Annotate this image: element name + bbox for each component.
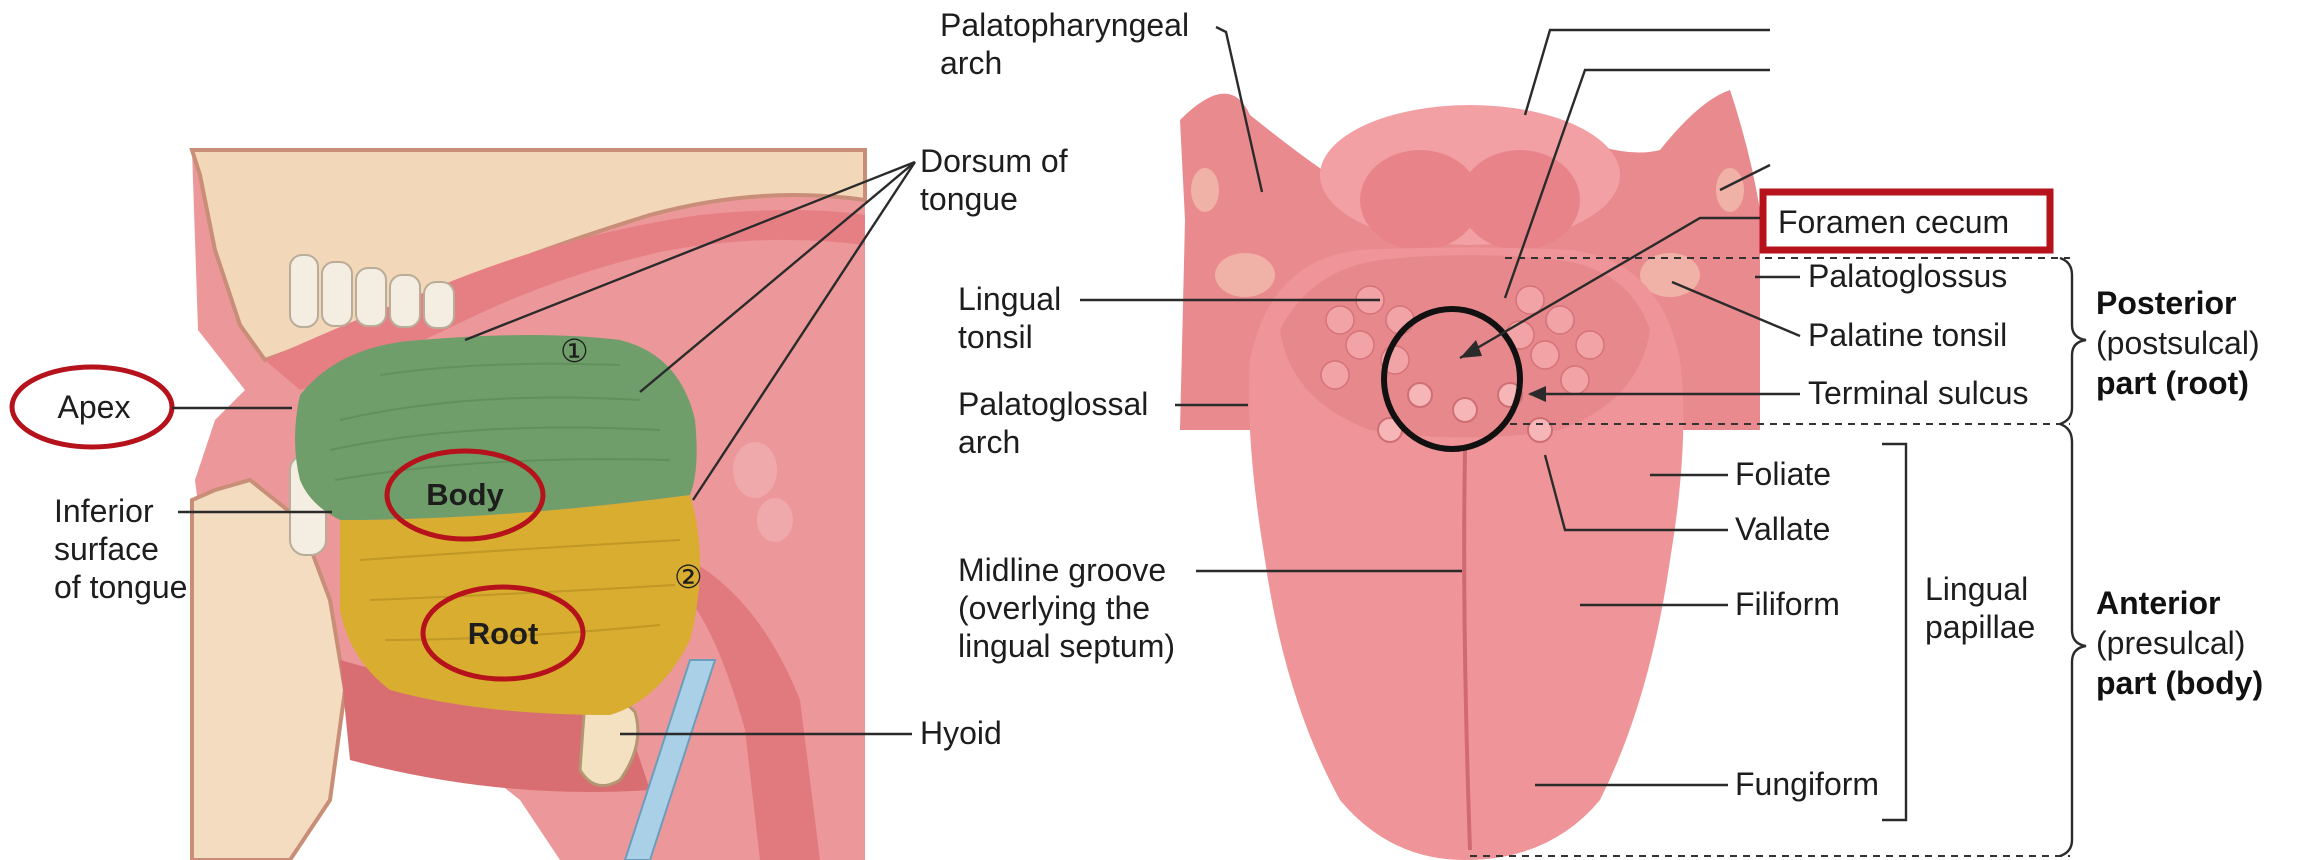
lingual-papillae-label-line2: papillae bbox=[1925, 609, 2035, 645]
palatine-tonsil-label: Palatine tonsil bbox=[1808, 317, 2007, 353]
anterior-label-line2: (presulcal) bbox=[2096, 625, 2245, 661]
palatopharyngeal-arch-label-line2: arch bbox=[940, 45, 1002, 81]
midline-groove-label-line2: (overlying the bbox=[958, 590, 1150, 626]
body-label: Body bbox=[426, 477, 504, 512]
anterior-brace bbox=[2060, 424, 2086, 856]
dorsal-view-figure: Palatopharyngeal arch Lingual tonsil Pal… bbox=[940, 7, 2263, 860]
apex-label: Apex bbox=[58, 389, 131, 425]
midline-groove-label-line1: Midline groove bbox=[958, 552, 1166, 588]
posterior-brace bbox=[2060, 258, 2086, 424]
inferior-surface-label-line1: Inferior bbox=[54, 493, 154, 529]
tonsil-blob bbox=[757, 498, 793, 542]
inferior-surface-label-line2: surface bbox=[54, 531, 159, 567]
anterior-label-line1: Anterior bbox=[2096, 585, 2220, 621]
midline-groove-label-line3: lingual septum) bbox=[958, 628, 1175, 664]
vallate-label: Vallate bbox=[1735, 511, 1830, 547]
palatoglossal-arch-label-line2: arch bbox=[958, 424, 1020, 460]
anterior-label-line3: part (body) bbox=[2096, 665, 2263, 701]
lingual-papillae-bracket bbox=[1882, 444, 1906, 820]
epiglottis-fold bbox=[1460, 150, 1580, 250]
tonsil-blob bbox=[733, 442, 777, 498]
posterior-label-line2: (postsulcal) bbox=[2096, 325, 2260, 361]
palatine-tonsil-left bbox=[1215, 253, 1275, 297]
root-label: Root bbox=[468, 616, 539, 651]
posterior-label-line1: Posterior bbox=[2096, 285, 2236, 321]
terminal-sulcus-label: Terminal sulcus bbox=[1808, 375, 2029, 411]
filiform-label: Filiform bbox=[1735, 586, 1840, 622]
foramen-cecum-label: Foramen cecum bbox=[1778, 204, 2009, 240]
tonsil-small bbox=[1191, 168, 1219, 212]
marker-2: ② bbox=[674, 559, 703, 595]
inferior-surface-label-line3: of tongue bbox=[54, 569, 187, 605]
posterior-label-line3: part (root) bbox=[2096, 365, 2249, 401]
lingual-tonsil-label-line2: tonsil bbox=[958, 319, 1033, 355]
palatoglossal-arch-label-line1: Palatoglossal bbox=[958, 386, 1148, 422]
palatopharyngeal-arch-label-line1: Palatopharyngeal bbox=[940, 7, 1189, 43]
dorsum-label-line2: tongue bbox=[920, 181, 1018, 217]
lingual-tonsil-label-line1: Lingual bbox=[958, 281, 1061, 317]
hyoid-label: Hyoid bbox=[920, 715, 1002, 751]
sagittal-section-figure: ① ② Body Root Apex Inferior surface of t… bbox=[12, 143, 1068, 860]
foliate-label: Foliate bbox=[1735, 456, 1831, 492]
lingual-papillae-label-line1: Lingual bbox=[1925, 571, 2028, 607]
marker-1: ① bbox=[560, 333, 589, 369]
fungiform-label: Fungiform bbox=[1735, 766, 1879, 802]
dorsum-label-line1: Dorsum of bbox=[920, 143, 1068, 179]
palatoglossus-label: Palatoglossus bbox=[1808, 258, 2007, 294]
